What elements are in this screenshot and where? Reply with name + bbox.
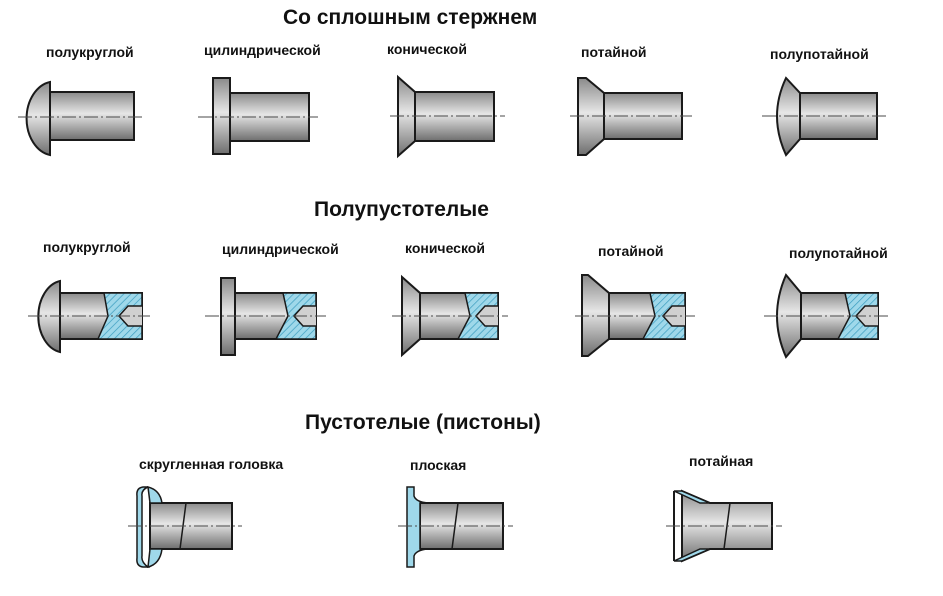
rivet-semi-semi-countersunk (764, 273, 888, 359)
label-semi-semi-countersunk: полупотайной (789, 245, 888, 261)
label-solid-round: полукруглой (46, 44, 134, 60)
label-tubular-flat: плоская (410, 457, 467, 473)
rivet-semi-cylindrical (205, 277, 326, 356)
label-semi-conical: конической (405, 240, 485, 256)
rivet-solid-cylindrical (198, 77, 318, 155)
label-solid-countersunk: потайной (581, 44, 647, 60)
rivet-solid-conical (390, 74, 505, 159)
label-tubular-rounded: скругленная головка (139, 456, 284, 472)
rivet-tubular-rounded (128, 486, 242, 568)
rivet-solid-semi-countersunk (762, 76, 886, 157)
rivet-tubular-flat (398, 486, 513, 568)
label-tubular-countersunk: потайная (689, 453, 754, 469)
label-solid-cylindrical: цилиндрической (204, 42, 321, 58)
rivet-tubular-countersunk (666, 489, 782, 563)
label-solid-semi-countersunk: полупотайной (770, 46, 869, 62)
section-title-semi-tubular: Полупустотелые (314, 198, 489, 221)
rivet-solid-countersunk (570, 77, 692, 156)
rivet-solid-round (18, 80, 143, 157)
label-semi-round: полукруглой (43, 239, 131, 255)
rivet-semi-round (28, 279, 150, 354)
label-semi-cylindrical: цилиндрической (222, 241, 339, 257)
label-solid-conical: конической (387, 41, 467, 57)
section-title-tubular: Пустотелые (пистоны) (305, 411, 541, 434)
rivet-semi-conical (392, 274, 508, 358)
label-semi-countersunk: потайной (598, 243, 664, 259)
section-title-solid: Со сплошным стержнем (283, 6, 538, 29)
rivet-semi-countersunk (575, 274, 695, 357)
